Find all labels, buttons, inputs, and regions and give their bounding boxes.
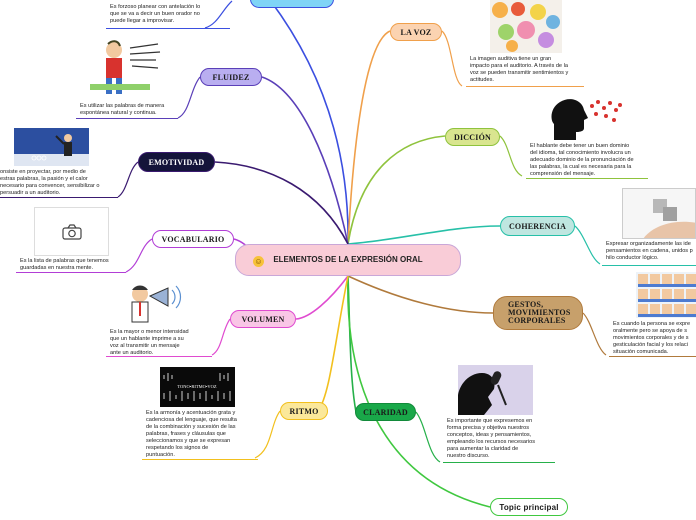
claridad-desc: Es importante que expresemos en forma pr…: [447, 418, 535, 459]
topic-claridad[interactable]: CLARIDAD: [355, 403, 416, 421]
central-topic-title: ELEMENTOS DE LA EXPRESIÓN ORAL: [273, 255, 423, 264]
topic-emotividad[interactable]: EMOTIVIDAD: [138, 152, 215, 172]
claridad-speaker-image: [458, 365, 533, 415]
topic-diccion[interactable]: DICCIÓN: [445, 128, 500, 146]
emotividad-stage-image: [14, 128, 89, 166]
topic-principal[interactable]: Topic principal: [490, 498, 568, 516]
fluidez-desc: Es utilizar las palabras de manera espon…: [80, 103, 165, 116]
topic-la-voz[interactable]: LA VOZ: [390, 23, 442, 41]
volumen-megaphone-image: [122, 282, 187, 328]
coherencia-puzzle-image: [622, 188, 696, 239]
la-voz-desc: La imagen auditiva tiene un gran impacto…: [470, 56, 569, 83]
ritmo-image-text: TONO•RITMO•VOZ: [177, 384, 217, 389]
la-voz-image: [490, 0, 562, 53]
topic-vocabulario[interactable]: VOCABULARIO: [152, 230, 234, 248]
ritmo-waveform-image: TONO•RITMO•VOZ: [160, 367, 235, 407]
gestos-faces-image: [636, 272, 696, 318]
volumen-desc: Es la mayor o menor intensidad que un ha…: [110, 329, 189, 356]
topic-node-top-partial[interactable]: [250, 0, 334, 8]
fluidez-speaker-image: [86, 38, 164, 98]
gestos-desc: Es cuando la persona se expre oralmente …: [613, 321, 691, 355]
central-topic[interactable]: ELEMENTOS DE LA EXPRESIÓN ORAL: [235, 244, 461, 276]
ritmo-desc: Es la armonía y acentuación grata y cade…: [146, 410, 237, 458]
vocabulario-image-placeholder[interactable]: [34, 207, 109, 256]
topic-fluidez[interactable]: FLUIDEZ: [200, 68, 262, 86]
topic-gestos-movimientos-corporales[interactable]: GESTOS, MOVIMIENTOS CORPORALES: [493, 296, 583, 330]
smiley-icon: ☺: [253, 256, 264, 267]
diccion-head-image: [548, 96, 624, 141]
vocabulario-desc: Es la lista de palabras que tenemos guar…: [20, 258, 109, 271]
emotividad-desc: onsiste en proyectar, por medio de estra…: [0, 169, 100, 196]
topic-coherencia[interactable]: COHERENCIA: [500, 216, 575, 236]
coherencia-desc: Expresar organizadamente las ide pensami…: [606, 241, 693, 261]
diccion-desc: El hablante debe tener un buen dominio d…: [530, 143, 634, 177]
top-desc: Es forzoso planear con antelación lo que…: [110, 4, 201, 24]
topic-ritmo[interactable]: RITMO: [280, 402, 328, 420]
camera-icon: [61, 223, 82, 240]
topic-volumen[interactable]: VOLUMEN: [230, 310, 296, 328]
